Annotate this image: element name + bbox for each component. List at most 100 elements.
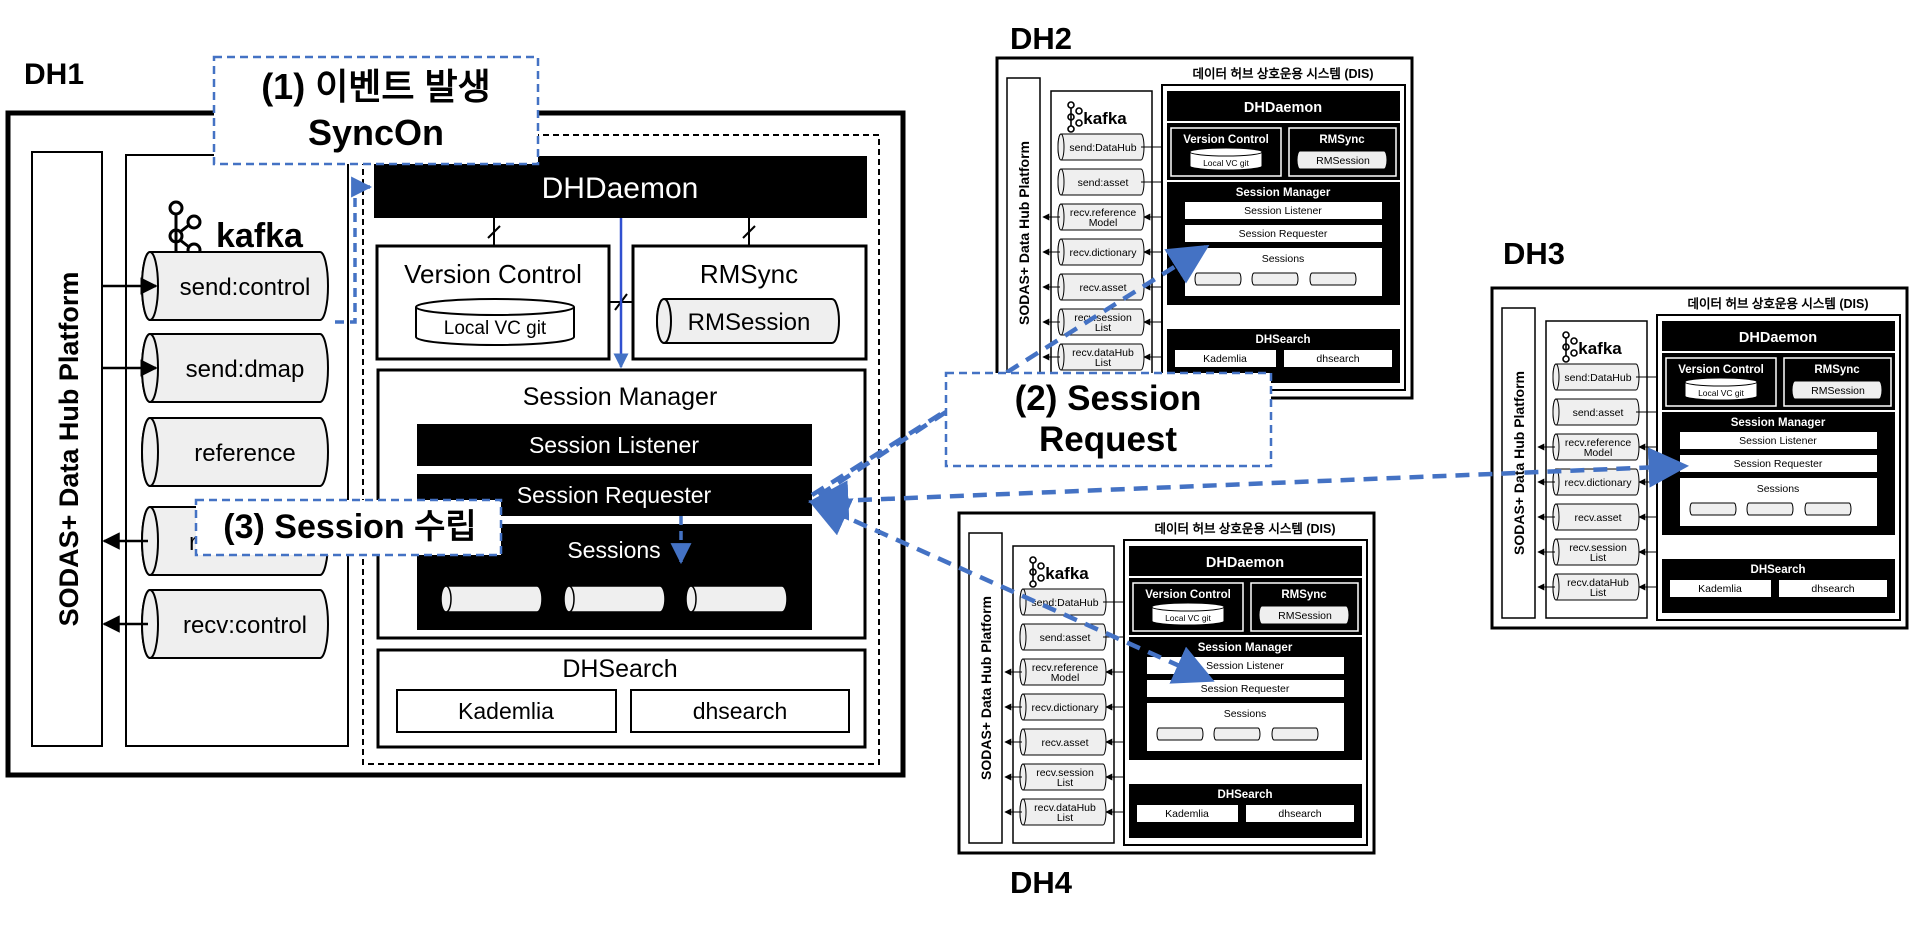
dh4-kademlia-box	[1137, 805, 1238, 822]
dh1-dhsearch-module-label: dhsearch	[693, 698, 788, 724]
dh4-rmsession-cylinder	[1258, 605, 1350, 625]
dh3-session-requester-label: Session Requester	[1734, 458, 1823, 470]
callout-event-line1: (1) 이벤트 발생	[261, 66, 491, 107]
dh3-topic-label: Model	[1584, 447, 1613, 459]
requester-to-dh3-listener-arrow	[807, 447, 1690, 521]
dh2-rmsession-cylinder	[1296, 150, 1388, 170]
dh4-dhdaemon-label: DHDaemon	[1206, 555, 1284, 571]
dh1-topic-label: send:dmap	[186, 356, 305, 383]
dh3-session-manager-label: Session Manager	[1731, 417, 1826, 429]
dh3-dhdaemon-label: DHDaemon	[1739, 330, 1817, 346]
dh2-topic-label: Model	[1089, 217, 1118, 229]
dh1-dhsearch-label: DHSearch	[562, 655, 677, 683]
dh3-topic-label: recv.dictionary	[1565, 477, 1633, 489]
dh2-session-listener-label: Session Listener	[1244, 205, 1322, 217]
dh4-kafka-label: kafka	[1045, 564, 1089, 583]
dh1-session-listener-label: Session Listener	[529, 432, 699, 458]
dh2-kafka-logo-icon	[1067, 101, 1083, 133]
dh3-dhsearch-label: DHSearch	[1751, 564, 1806, 576]
dh1-label: DH1	[24, 58, 84, 91]
dh2-kademlia-box	[1175, 350, 1276, 367]
dh2-session-cylinder	[1251, 272, 1299, 286]
dh2-topic-list: send:DataHubsend:assetrecv.referenceMode…	[1042, 133, 1172, 371]
dh1-topic-label: send:control	[180, 274, 311, 301]
dh1-platform-bar	[31, 151, 103, 747]
dh4-session-cylinder	[1271, 727, 1319, 741]
dh2-session-requester-label: Session Requester	[1239, 228, 1328, 240]
dh1-topic-list: send:controlsend:dmapreferencerecv:dmapr…	[102, 251, 329, 659]
dh4-dhsearch-module-box	[1246, 805, 1354, 822]
dh1-topic-send-dmap: send:dmap	[102, 333, 329, 403]
dh2-rmsession-label: RMSession	[1316, 155, 1370, 167]
dh1-session-cylinders	[440, 585, 788, 613]
dh2-session-manager-label: Session Manager	[1236, 187, 1331, 199]
dh1-topic-label: reference	[194, 440, 295, 467]
dh1-platform-label: SODAS+ Data Hub Platform	[54, 272, 84, 627]
dh3-dhdaemon-bar	[1662, 321, 1895, 351]
dh3-dhsearch-module-label: dhsearch	[1811, 583, 1854, 595]
dh2-local-vc-git-label: Local VC git	[1203, 158, 1249, 168]
dh3-topic-label: recv.dataHub	[1567, 577, 1629, 589]
dh2-session-listener-bar	[1185, 202, 1382, 219]
dh1-topic-label: recv:control	[183, 612, 307, 639]
dh3-topic-label: send:DataHub	[1564, 372, 1631, 384]
dh4-rmsession-label: RMSession	[1278, 610, 1332, 622]
dh1-topic-send-control: send:control	[102, 251, 329, 321]
dh3-topic-label: recv.asset	[1574, 512, 1621, 524]
dh3-session-listener-label: Session Listener	[1739, 435, 1817, 447]
dh3-platform-label: SODAS+ Data Hub Platform	[1511, 371, 1527, 555]
dh1-rmsession-label: RMSession	[688, 309, 811, 336]
dh2-dhsearch-label: DHSearch	[1256, 334, 1311, 346]
dh4-topic-label: recv.asset	[1041, 737, 1088, 749]
callout-event-syncon: (1) 이벤트 발생 SyncOn	[212, 55, 540, 166]
dh3-local-vc-git-label: Local VC git	[1698, 388, 1744, 398]
dh2-sessions-box	[1185, 248, 1382, 296]
dh3-session-cylinder	[1804, 502, 1852, 516]
callout-session-request-line1: (2) Session	[1015, 379, 1202, 418]
dh3-topic-label: List	[1590, 552, 1606, 564]
dh1-version-control-label: Version Control	[404, 259, 582, 289]
dh4-rmsync-label: RMSync	[1281, 589, 1327, 601]
dh1-topic-reference: reference	[141, 417, 329, 487]
dh1-dhdaemon-label: DHDaemon	[542, 172, 699, 205]
dh1-session-manager-label: Session Manager	[523, 383, 718, 411]
dh1-session-requester-label: Session Requester	[517, 482, 712, 508]
dh3-dis-title: 데이터 허브 상호운용 시스템 (DIS)	[1687, 296, 1868, 311]
dh2-topic-label: recv.asset	[1079, 282, 1126, 294]
dh4-topic-label: recv.dataHub	[1034, 802, 1096, 814]
dh4-session-cylinder	[1213, 727, 1261, 741]
dh4-topic-label: List	[1057, 777, 1073, 789]
dh2-session-cylinder	[1309, 272, 1357, 286]
dh3-rmsession-cylinder	[1791, 380, 1883, 400]
dh1-kademlia-label: Kademlia	[458, 698, 554, 724]
dh2-session-cylinder	[1194, 272, 1242, 286]
dh3-rmsync-label: RMSync	[1814, 364, 1860, 376]
dh1-local-vc-git-cylinder	[415, 298, 575, 346]
dh4-topic-label: recv.dictionary	[1032, 702, 1100, 714]
dh4-platform-label: SODAS+ Data Hub Platform	[978, 596, 994, 780]
dh3-sessions-label: Sessions	[1757, 483, 1800, 495]
dh3-topic-label: recv.session	[1569, 542, 1627, 554]
dh2-dhdaemon-label: DHDaemon	[1244, 100, 1322, 116]
dh4-topic-label: Model	[1051, 672, 1080, 684]
dh2-label: DH2	[1010, 21, 1072, 56]
dh3-topic-label: send:asset	[1573, 407, 1624, 419]
dh2-dhsearch-module-box	[1284, 350, 1392, 367]
dh1-rmsync-label: RMSync	[700, 259, 798, 289]
dh3-version-control-label: Version Control	[1678, 364, 1764, 376]
dh2-local-vc-git-cylinder	[1189, 152, 1263, 171]
dh1-topic-recv-control: recv:control	[102, 589, 329, 659]
dh4-session-requester-bar	[1147, 680, 1344, 697]
dh2-kafka-label: kafka	[1083, 109, 1127, 128]
callout-session-request: (2) Session Request	[944, 371, 1273, 468]
dh4-kademlia-label: Kademlia	[1165, 808, 1209, 820]
dh3-sessions-box	[1680, 478, 1877, 526]
dh2-session-requester-bar	[1185, 225, 1382, 242]
dh3-dhsearch-module-box	[1779, 580, 1887, 597]
dh4-local-vc-git-label: Local VC git	[1165, 613, 1211, 623]
dh2-platform-bar	[1006, 77, 1041, 389]
dh1-rmsession-cylinder	[656, 298, 840, 344]
dh4-sessions-label: Sessions	[1224, 708, 1267, 720]
